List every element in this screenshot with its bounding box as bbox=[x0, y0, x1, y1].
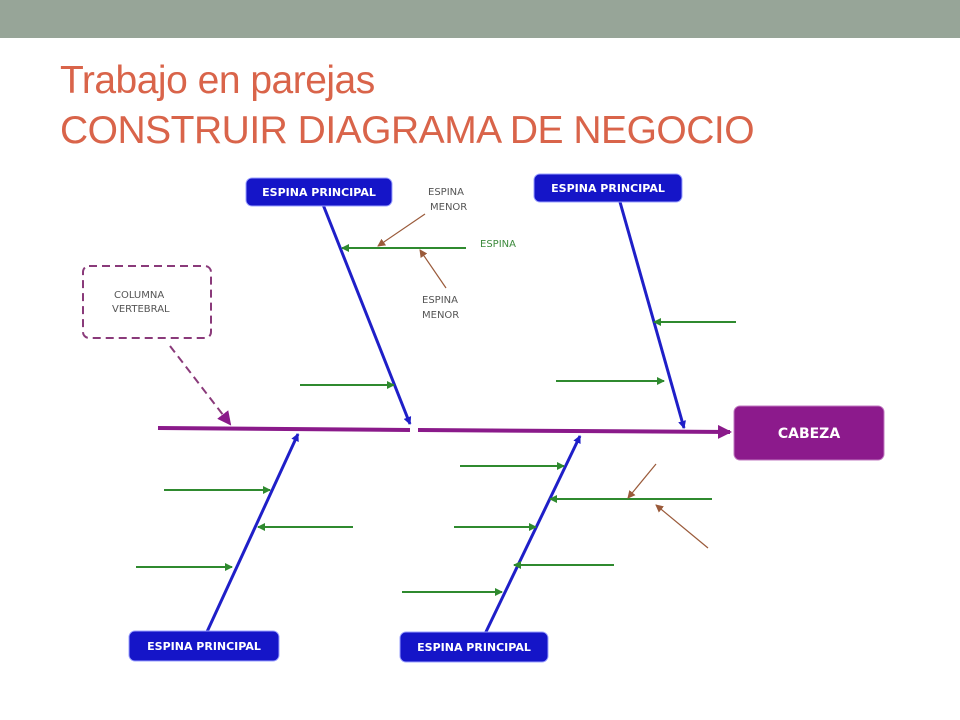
note-arrow bbox=[655, 504, 709, 549]
minor-note-top-line-1: ESPINA bbox=[428, 187, 464, 198]
backbone-note-line-1: COLUMNA bbox=[114, 290, 164, 301]
main-bone-label: ESPINA PRINCIPAL bbox=[551, 182, 665, 195]
main-bone-box-top-right: ESPINA PRINCIPAL bbox=[533, 173, 683, 203]
note-arrow-minor-top bbox=[377, 213, 426, 247]
main-bone-box-bottom-left: ESPINA PRINCIPAL bbox=[128, 630, 280, 662]
spine-note: ESPINA bbox=[480, 239, 516, 250]
main-bone-box-bottom-right: ESPINA PRINCIPAL bbox=[399, 631, 549, 663]
backbone-left bbox=[157, 426, 411, 432]
backbone-note-arrow bbox=[169, 345, 232, 426]
backbone-right bbox=[417, 424, 732, 439]
main-bone-bottom-left bbox=[204, 433, 300, 635]
head-label: CABEZA bbox=[778, 426, 840, 442]
minor-note-bottom-line-2: MENOR bbox=[422, 310, 459, 321]
main-bone-top-left bbox=[320, 201, 412, 425]
main-bone-label: ESPINA PRINCIPAL bbox=[147, 640, 261, 653]
head-box: CABEZA bbox=[733, 405, 885, 461]
title-line-2: CONSTRUIR DIAGRAMA DE NEGOCIO bbox=[60, 109, 755, 152]
backbone-note-box bbox=[82, 265, 212, 339]
note-arrow-minor-bottom bbox=[419, 249, 447, 289]
note-arrow bbox=[627, 463, 657, 499]
backbone-note-line-2: VERTEBRAL bbox=[112, 304, 170, 315]
minor-note-top-line-2: MENOR bbox=[430, 202, 467, 213]
title-line-1: Trabajo en parejas bbox=[60, 59, 375, 102]
minor-note-bottom-line-1: ESPINA bbox=[422, 295, 458, 306]
top-bar bbox=[0, 0, 960, 38]
main-bone-label: ESPINA PRINCIPAL bbox=[417, 641, 531, 654]
main-bone-top-right bbox=[618, 201, 686, 429]
main-bone-box-top-left: ESPINA PRINCIPAL bbox=[245, 177, 393, 207]
slide-title: Trabajo en parejas CONSTRUIR DIAGRAMA DE… bbox=[60, 56, 755, 156]
main-bone-label: ESPINA PRINCIPAL bbox=[262, 186, 376, 199]
